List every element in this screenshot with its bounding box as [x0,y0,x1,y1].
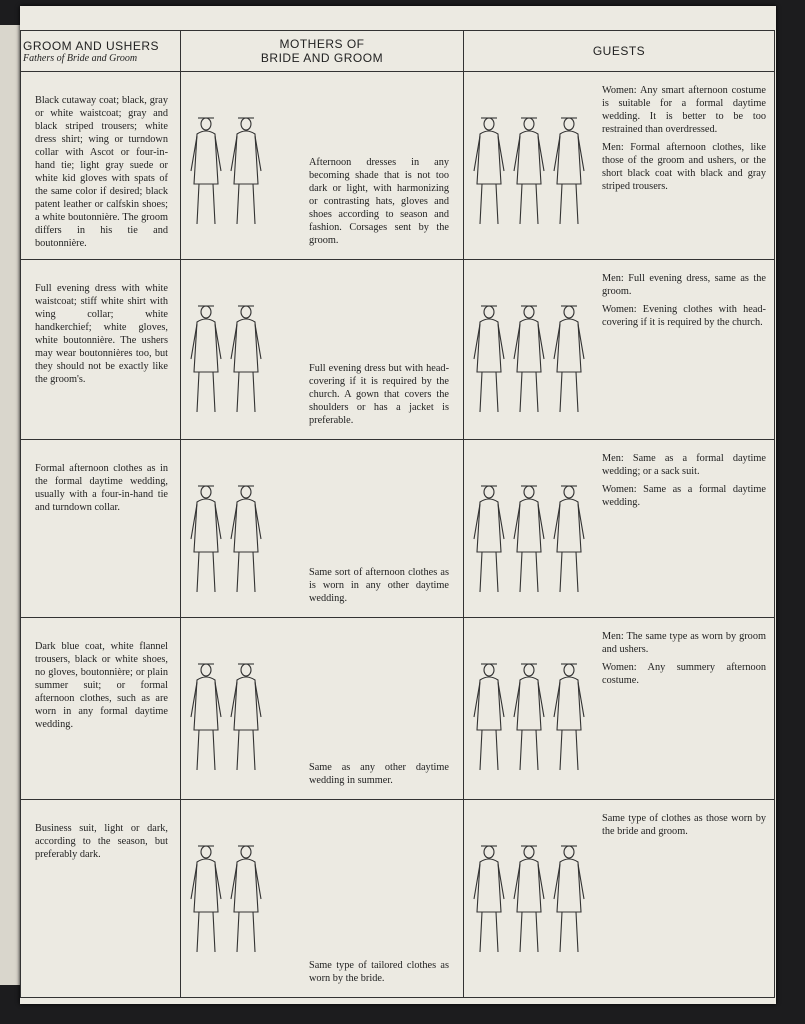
guests-text: Men: Formal afternoon clothes, like thos… [602,142,766,192]
guests-illustration [469,658,604,793]
guests-text-block: Men: Full evening dress, same as the gro… [464,260,774,329]
mothers-illustration [186,840,276,975]
table-row: Full evening dress with white waistcoat;… [20,259,775,440]
groom-text: Black cutaway coat; black, gray or white… [35,95,168,249]
guests-cell: Men: Full evening dress, same as the gro… [463,259,775,440]
table-row: Business suit, light or dark, according … [20,799,775,998]
guests-text: Women: Same as a formal daytime wedding. [602,484,766,508]
groom-text: Dark blue coat, white flannel trousers, … [35,641,168,730]
header-groom-title: GROOM AND USHERS [23,38,160,53]
mothers-cell: Afternoon dresses in any becoming shade … [180,71,464,260]
header-mothers-line1: MOTHERS OF [279,37,365,51]
guests-cell: Men: The same type as worn by groom and … [463,617,775,800]
groom-text: Full evening dress with white waistcoat;… [35,283,168,385]
guests-text: Same type of clothes as those worn by th… [602,813,766,837]
guests-illustration [469,840,604,975]
guests-illustration [469,112,604,247]
guests-text-block: Same type of clothes as those worn by th… [464,800,774,838]
mothers-text: Full evening dress but with head-coverin… [309,363,449,426]
guests-text: Men: Same as a formal daytime wedding; o… [602,453,766,477]
groom-cell: Black cutaway coat; black, gray or white… [20,71,181,260]
groom-cell: Formal afternoon clothes as in the forma… [20,439,181,618]
guests-text: Women: Evening clothes with head-coverin… [602,304,766,328]
mothers-text: Same as any other daytime wedding in sum… [309,762,449,786]
guests-text-block: Women: Any smart afternoon costume is su… [464,72,774,193]
groom-cell: Full evening dress with white waistcoat;… [20,259,181,440]
mothers-cell: Same sort of afternoon clothes as is wor… [180,439,464,618]
guests-text-block: Men: The same type as worn by groom and … [464,618,774,687]
mothers-text: Same sort of afternoon clothes as is wor… [309,567,449,604]
groom-text: Formal afternoon clothes as in the forma… [35,463,168,513]
mothers-illustration [186,658,276,793]
table-row: Formal afternoon clothes as in the forma… [20,439,775,618]
mothers-cell: Full evening dress but with head-coverin… [180,259,464,440]
guests-text: Women: Any smart afternoon costume is su… [602,85,766,135]
guests-text: Women: Any summery afternoon costume. [602,662,766,686]
mothers-illustration [186,300,276,435]
guests-illustration [469,300,604,435]
table-row: Dark blue coat, white flannel trousers, … [20,617,775,800]
mothers-illustration [186,480,276,615]
table-row: Black cutaway coat; black, gray or white… [20,71,775,260]
header-groom-subtitle: Fathers of Bride and Groom [23,52,138,64]
guests-illustration [469,480,604,615]
mothers-text: Afternoon dresses in any becoming shade … [309,157,449,246]
header-mothers-line2: BRIDE AND GROOM [260,51,384,65]
mothers-illustration [186,112,276,247]
guests-text-block: Men: Same as a formal daytime wedding; o… [464,440,774,509]
guests-cell: Women: Any smart afternoon costume is su… [463,71,775,260]
groom-text: Business suit, light or dark, according … [35,823,168,860]
mothers-text: Same type of tailored clothes as worn by… [309,960,449,984]
guests-text: Men: Full evening dress, same as the gro… [602,273,766,297]
guests-text: Men: The same type as worn by groom and … [602,631,766,655]
groom-cell: Dark blue coat, white flannel trousers, … [20,617,181,800]
mothers-cell: Same as any other daytime wedding in sum… [180,617,464,800]
groom-cell: Business suit, light or dark, according … [20,799,181,998]
guests-cell: Same type of clothes as those worn by th… [463,799,775,998]
guests-cell: Men: Same as a formal daytime wedding; o… [463,439,775,618]
header-guests: GUESTS [463,30,775,72]
mothers-cell: Same type of tailored clothes as worn by… [180,799,464,998]
